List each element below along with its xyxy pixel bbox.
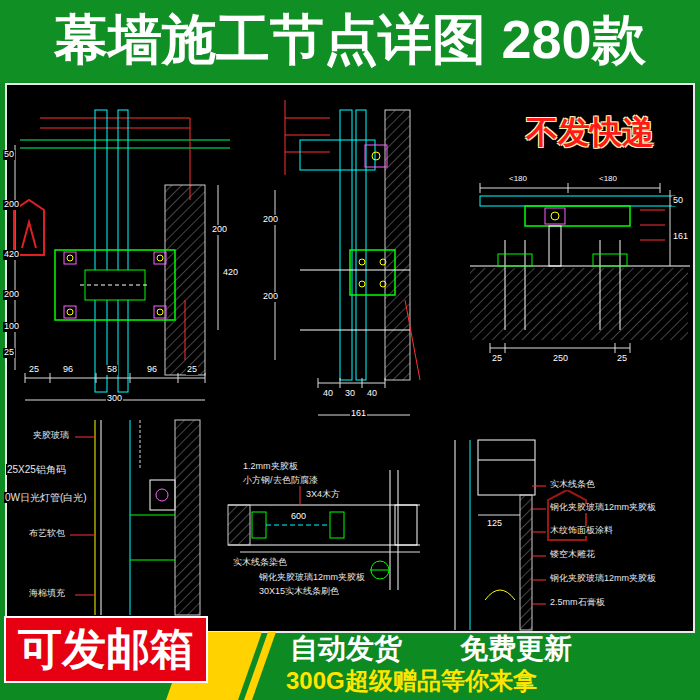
- dimension-label: 25: [28, 365, 40, 375]
- dimension-label: 25: [186, 365, 198, 375]
- dimension-label: 40: [366, 389, 378, 399]
- dimension-label: 200: [211, 225, 228, 235]
- annotation-label: 钢化夹胶玻璃12mm夹胶板: [549, 574, 657, 584]
- promo-text: 300G超级赠品等你来拿: [286, 668, 537, 694]
- dimension-label: 200: [262, 292, 279, 302]
- node-text: 可发邮箱: [18, 623, 194, 676]
- title-text: 幕墙施工节点详图 280款: [0, 8, 700, 70]
- badge-box: 可发邮箱: [4, 616, 208, 683]
- dimension-label: 161: [350, 409, 367, 419]
- dimension-label: 200: [3, 290, 20, 300]
- dimension-label: 300: [106, 394, 123, 404]
- dimension-label: 25: [616, 354, 628, 364]
- annotation-label: 海棉填充: [28, 589, 66, 599]
- annotation-label: 实木线条色: [549, 480, 596, 490]
- annotation-label: 1.2mm夹胶板: [242, 462, 299, 472]
- dimension-label: 161: [672, 232, 689, 242]
- dimension-label: 50: [3, 150, 15, 160]
- dimension-label: 96: [62, 365, 74, 375]
- annotation-label: 木纹饰面板涂料: [549, 526, 614, 536]
- dimension-label: 96: [146, 365, 158, 375]
- dimension-label: 250: [552, 354, 569, 364]
- promo-text: 免费更新: [460, 634, 572, 665]
- dimension-label: 420: [222, 268, 239, 278]
- dimension-label: 25: [491, 354, 503, 364]
- dimension-label: 200: [3, 200, 20, 210]
- dimension-label: 30: [344, 389, 356, 399]
- annotation-label: 钢化夹胶玻璃12mm夹胶板: [549, 503, 657, 513]
- dimension-label: 100: [3, 322, 20, 332]
- annotation-label: 0W日光灯管(白光): [4, 492, 88, 503]
- dimension-label: 125: [486, 519, 503, 529]
- dimension-label: 40: [322, 389, 334, 399]
- dimension-label: 58: [106, 365, 118, 375]
- annotation-label: 小方钢/去色防腐漆: [242, 476, 319, 486]
- annotation-label: 夹胶玻璃: [32, 431, 70, 441]
- node-text: 不发快递: [526, 114, 654, 151]
- dimension-label: <180: [598, 175, 618, 184]
- annotation-label: 实木线条染色: [232, 558, 288, 568]
- dimension-label: 420: [3, 250, 20, 260]
- annotation-label: 2.5mm石膏板: [549, 598, 606, 608]
- stamp-box: 不发快递: [520, 112, 660, 153]
- annotation-label: 布艺软包: [28, 529, 66, 539]
- dimension-label: 600: [290, 512, 307, 522]
- annotation-label: 镂空木雕花: [549, 550, 596, 560]
- annotation-label: 3X4木方: [305, 490, 341, 500]
- annotation-label: 钢化夹胶玻璃12mm夹胶板: [258, 573, 366, 583]
- dimension-label: 50: [672, 196, 684, 206]
- dimension-label: 200: [262, 215, 279, 225]
- dimension-label: <180: [508, 175, 528, 184]
- annotation-label: 30X15实木线条刷色: [258, 587, 340, 597]
- promo-text: 自动发货: [290, 634, 402, 665]
- annotation-label: 25X25铝角码: [6, 464, 67, 475]
- dimension-label: 25: [3, 348, 15, 358]
